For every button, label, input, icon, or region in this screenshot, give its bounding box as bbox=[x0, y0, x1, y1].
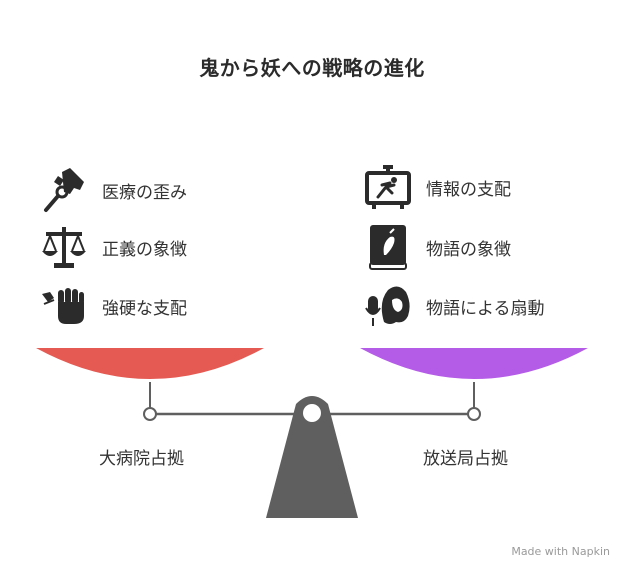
left-item-3-label: 強硬な支配 bbox=[102, 298, 187, 319]
left-item-2: 正義の象徴 bbox=[40, 222, 187, 272]
diagram-title: 鬼から妖への戦略の進化 bbox=[199, 56, 425, 80]
branding[interactable]: Made with Napkin bbox=[511, 545, 610, 558]
right-caption: 放送局占拠 bbox=[423, 449, 508, 469]
left-caption: 大病院占拠 bbox=[99, 449, 184, 469]
justice-scale-icon bbox=[42, 227, 86, 268]
right-item-2: 物語の象徴 bbox=[364, 222, 511, 272]
left-pan bbox=[36, 348, 264, 379]
microphone-figure-icon bbox=[365, 286, 410, 326]
story-book-icon bbox=[369, 225, 407, 270]
left-item-2-label: 正義の象徴 bbox=[102, 239, 187, 260]
right-item-1-label: 情報の支配 bbox=[426, 179, 511, 200]
right-pan bbox=[360, 348, 588, 379]
right-item-3-label: 物語による扇動 bbox=[426, 298, 545, 319]
fist-icon bbox=[42, 288, 84, 324]
right-item-1: 情報の支配 bbox=[364, 162, 511, 212]
branding-text: Made with Napkin bbox=[511, 545, 610, 558]
left-item-3: 強硬な支配 bbox=[40, 281, 187, 331]
tv-broadcast-icon bbox=[365, 165, 411, 209]
pivot-joint bbox=[303, 404, 321, 422]
left-beam-joint bbox=[143, 407, 157, 421]
medical-hand-icon bbox=[44, 168, 84, 212]
fulcrum bbox=[266, 396, 358, 518]
left-item-1: 医療の歪み bbox=[40, 165, 187, 215]
right-beam-joint bbox=[467, 407, 481, 421]
left-item-1-label: 医療の歪み bbox=[102, 182, 187, 203]
right-item-2-label: 物語の象徴 bbox=[426, 239, 511, 260]
right-item-3: 物語による扇動 bbox=[364, 281, 545, 331]
